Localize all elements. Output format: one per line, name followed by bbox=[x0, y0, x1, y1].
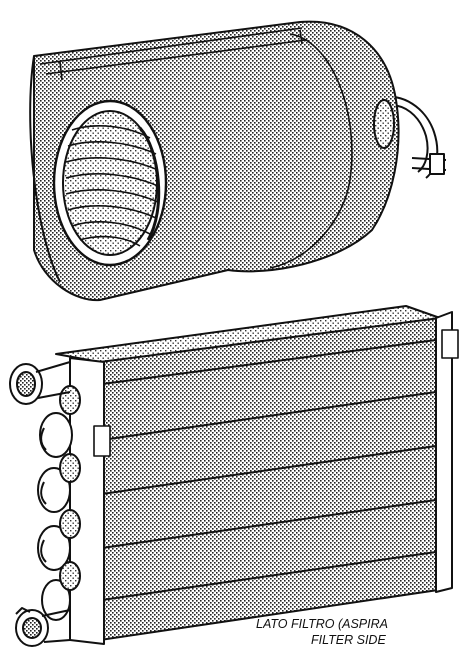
coil-pipe-fittings bbox=[9, 361, 71, 647]
motor-wires bbox=[379, 95, 447, 179]
coil-heat-exchanger-illustration bbox=[9, 305, 459, 647]
impeller-blades bbox=[65, 125, 159, 247]
blower-fan-illustration bbox=[29, 20, 447, 302]
coil-return-bends bbox=[37, 385, 81, 621]
inlet-side-label-line2: FILTER SIDE bbox=[311, 633, 386, 647]
coil-finned-body bbox=[99, 317, 439, 641]
coil-right-endplate bbox=[435, 311, 453, 593]
coil-tube-rows bbox=[101, 339, 437, 601]
inlet-side-label-line1: LATO FILTRO (ASPIRA bbox=[256, 617, 388, 631]
